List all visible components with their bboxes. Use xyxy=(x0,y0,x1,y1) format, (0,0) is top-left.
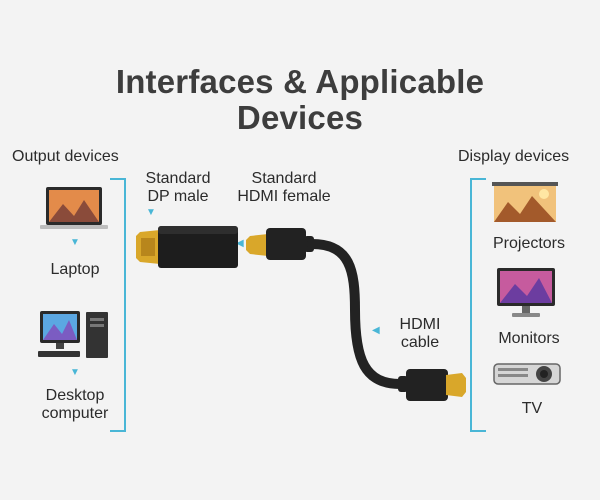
hdmi-female-label: Standard HDMI female xyxy=(228,170,340,206)
hdmi-female-line-1: Standard xyxy=(251,170,317,187)
hdmi-bottom-connector-icon xyxy=(398,369,466,401)
desktop-label: Desktop computer xyxy=(25,387,125,423)
hdmi-cable-line-1: HDMI xyxy=(399,316,441,333)
projector-screen-icon xyxy=(492,182,558,222)
hdmi-connector-icon xyxy=(246,228,314,260)
dp-connector-icon xyxy=(136,226,238,268)
desktop-label-line-1: Desktop xyxy=(45,387,105,404)
laptop-icon xyxy=(40,187,108,229)
desktop-label-line-2: computer xyxy=(41,405,109,422)
title-line-2: Devices xyxy=(236,99,364,136)
display-bracket xyxy=(470,178,486,432)
dp-male-label: Standard DP male xyxy=(138,170,218,206)
desktop-arrow-icon: ▼ xyxy=(70,367,80,378)
output-bracket xyxy=(110,178,126,432)
display-devices-heading: Display devices xyxy=(458,148,570,165)
monitors-label: Monitors xyxy=(498,330,560,347)
desktop-icon xyxy=(38,311,108,358)
output-devices-heading: Output devices xyxy=(12,148,119,165)
tv-label: TV xyxy=(521,400,543,417)
hdmi-cable-line-2: cable xyxy=(400,334,440,351)
dp-arrow-icon: ▼ xyxy=(146,207,156,218)
projectors-label: Projectors xyxy=(492,235,566,252)
monitor-icon xyxy=(497,268,555,317)
laptop-arrow-icon: ▼ xyxy=(70,237,80,248)
page-title: Interfaces & Applicable Devices xyxy=(0,64,600,136)
projector-icon xyxy=(493,363,561,385)
hdmi-female-arrow-icon: ◀ xyxy=(236,238,244,249)
dp-label-line-2: DP male xyxy=(147,188,209,205)
title-line-1: Interfaces & Applicable xyxy=(115,63,485,100)
dp-label-line-1: Standard xyxy=(145,170,211,187)
hdmi-cable-arrow-icon: ◀ xyxy=(372,325,380,336)
hdmi-female-line-2: HDMI female xyxy=(237,188,331,205)
hdmi-cable-label: HDMI cable xyxy=(390,316,450,352)
laptop-label: Laptop xyxy=(50,261,100,278)
